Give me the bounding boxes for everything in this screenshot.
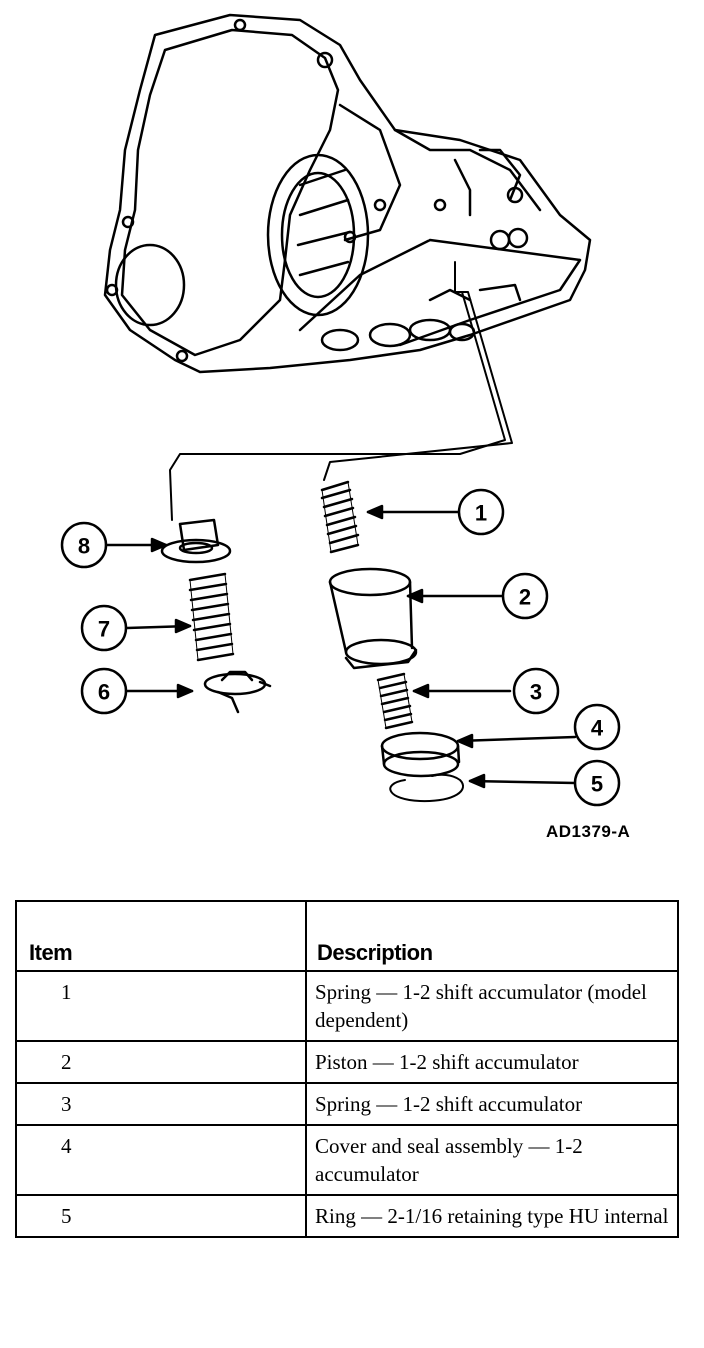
- table-row: 4 Cover and seal assembly — 1-2 accumula…: [15, 1124, 679, 1196]
- callout-7: 7: [98, 617, 110, 642]
- item-description: Piston — 1-2 shift accumulator: [305, 1040, 679, 1084]
- callout-5: 5: [591, 772, 603, 797]
- callout-2: 2: [519, 585, 531, 610]
- retaining-ring-drawing: [389, 773, 465, 803]
- callout-8: 8: [78, 534, 90, 559]
- callout-arrow-4: [456, 735, 577, 743]
- item-description: Spring — 1-2 shift accumulator: [305, 1082, 679, 1126]
- table-header-row: Item Description: [15, 900, 679, 972]
- item-description: Cover and seal assembly — 1-2 accumulato…: [305, 1124, 679, 1196]
- accumulator-spring-1-drawing: [320, 480, 360, 554]
- callout-6: 6: [98, 680, 110, 705]
- leader-line-right: [323, 291, 513, 481]
- table-row: 2 Piston — 1-2 shift accumulator: [15, 1040, 679, 1084]
- callout-4: 4: [591, 716, 604, 741]
- part-6-drawing: [203, 670, 272, 714]
- item-number: 1: [15, 970, 307, 1042]
- table-row: 1 Spring — 1-2 shift accumulator (model …: [15, 970, 679, 1042]
- header-description: Description: [305, 900, 679, 972]
- item-number: 2: [15, 1040, 307, 1084]
- callout-arrow-5: [468, 779, 577, 785]
- callout-3: 3: [530, 680, 542, 705]
- item-number: 5: [15, 1194, 307, 1238]
- item-number: 3: [15, 1082, 307, 1126]
- table-row: 3 Spring — 1-2 shift accumulator: [15, 1082, 679, 1126]
- item-description: Ring — 2-1/16 retaining type HU internal: [305, 1194, 679, 1238]
- piston-drawing: [328, 567, 418, 670]
- transmission-case-drawing: [103, 13, 592, 374]
- parts-table: Item Description 1 Spring — 1-2 shift ac…: [15, 900, 679, 1238]
- accumulator-spring-3-drawing: [376, 672, 414, 730]
- item-number: 4: [15, 1124, 307, 1196]
- leader-line-left: [169, 261, 506, 521]
- item-description: Spring — 1-2 shift accumulator (model de…: [305, 970, 679, 1042]
- table-row: 5 Ring — 2-1/16 retaining type HU intern…: [15, 1194, 679, 1238]
- part-8-drawing: [160, 518, 232, 564]
- cover-seal-drawing: [380, 731, 461, 778]
- exploded-view-illustration: 1 2 3 4 5 6 7 8: [60, 13, 621, 807]
- header-item: Item: [15, 900, 307, 972]
- callout-1: 1: [475, 501, 487, 526]
- figure-label: AD1379-A: [546, 822, 631, 841]
- spring-7-drawing: [188, 572, 235, 662]
